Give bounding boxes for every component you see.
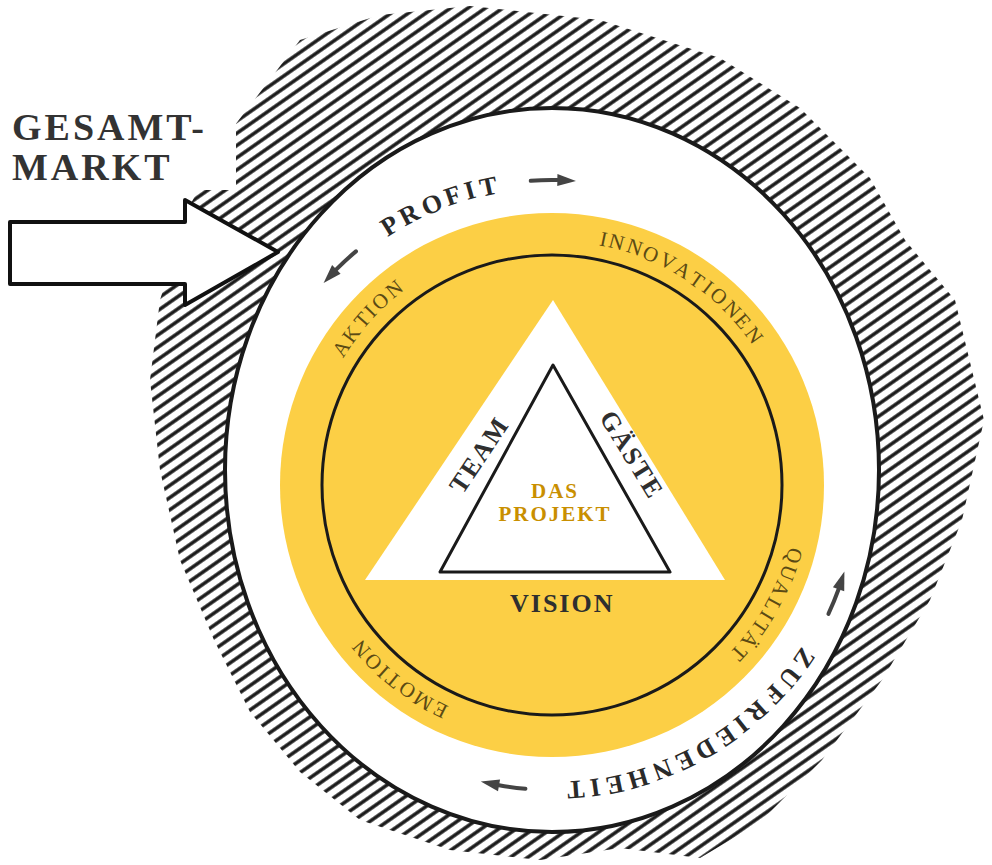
value-word: QUALITÄT (726, 545, 805, 665)
ring-word: PROFIT (376, 172, 499, 242)
value-word: INNOVATIONEN (598, 228, 767, 347)
value-word: EMOTION (349, 636, 451, 722)
white-triangle (365, 300, 725, 580)
arc-letter: E (603, 769, 625, 798)
cycle-arrow (480, 778, 526, 794)
cycle-arrow (318, 248, 360, 286)
arc-letter: N (649, 754, 676, 785)
ring-ellipse (225, 108, 879, 832)
arc-letter: T (566, 775, 585, 802)
inner-ring (322, 255, 782, 715)
value-word: AKTION (328, 277, 407, 361)
outlined-triangle (440, 365, 670, 572)
arc-letter: F (441, 182, 464, 212)
arc-letter: T (477, 172, 499, 201)
pillar-word: VISION (510, 590, 614, 619)
pillar-triangle-outline (365, 300, 725, 580)
market-ring: PROFIT ZUFRIEDENHEIT AKTION INNOVATIONEN QUA… (222, 105, 882, 835)
hatched-market (150, 6, 984, 860)
cycle-arrow (822, 570, 852, 616)
yellow-disc (280, 213, 824, 757)
arc-letter: O (417, 189, 446, 221)
pillar-triangle: TEAMGÄSTEVISIONDAS PROJEKT (365, 300, 725, 580)
arc-letter: N (607, 230, 627, 254)
arc-letter: I (462, 177, 479, 205)
arc-letter: H (625, 762, 652, 793)
ring-word: ZUFRIEDENHEIT (566, 643, 819, 803)
cycle-arrow (530, 173, 576, 188)
market-label: GESAMT- MARKT (10, 106, 236, 190)
market-arrow (10, 200, 278, 305)
value-circle: AKTION INNOVATIONEN QUALITÄT EMOTION TEAMGÄS… (280, 213, 824, 757)
arc-letter: I (588, 773, 602, 800)
project-title: DAS PROJEKT (495, 480, 615, 526)
arc-letter: Q (781, 545, 805, 565)
